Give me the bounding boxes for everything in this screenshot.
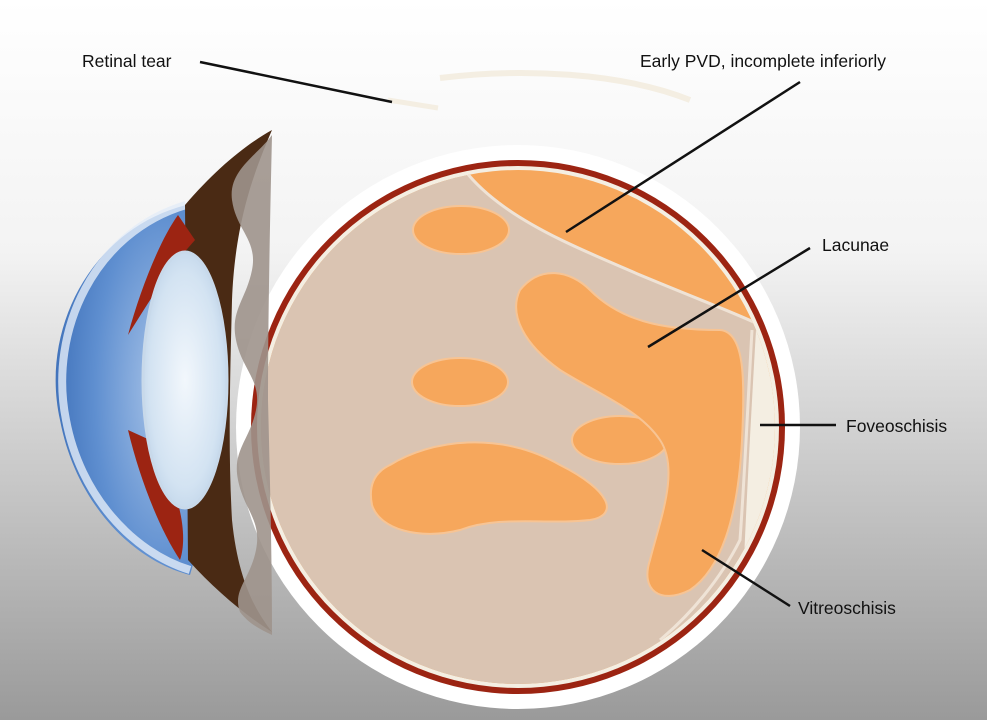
lens [143, 252, 227, 508]
label-early-pvd: Early PVD, incomplete inferiorly [640, 51, 886, 71]
lacuna-1 [413, 206, 509, 254]
label-lacunae: Lacunae [822, 235, 889, 255]
label-retinal-tear: Retinal tear [82, 51, 172, 71]
label-vitreoschisis: Vitreoschisis [798, 598, 896, 618]
label-foveoschisis: Foveoschisis [846, 416, 947, 436]
lacuna-2 [412, 358, 508, 406]
